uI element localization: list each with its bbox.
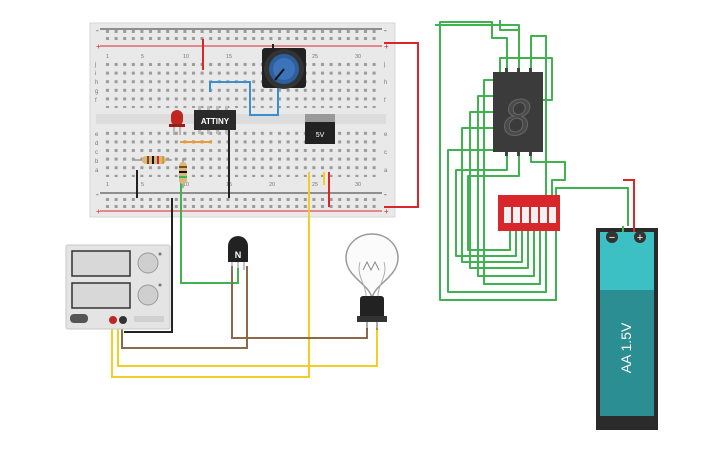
column-number: 10 [183,182,189,188]
power-switch[interactable] [70,314,88,323]
column-number: 15 [226,54,232,60]
dip-toggle-4[interactable] [531,207,538,223]
dip-toggle-3[interactable] [522,207,529,223]
positive-terminal[interactable] [109,316,117,324]
light-bulb[interactable] [345,233,399,330]
wire-brown-2[interactable] [231,266,368,339]
row-letter: h [384,80,387,86]
bench-power-supply[interactable] [65,244,171,330]
dip-toggle-6[interactable] [549,207,556,223]
column-number: 25 [312,54,318,60]
transistor-label: N [235,250,242,260]
breadboard[interactable]: + - + - - + - + j i h g f e d c b a j h … [89,22,396,218]
wire-blue[interactable] [209,81,279,116]
attiny-label: ATTINY [201,117,230,126]
row-letter: f [384,98,386,104]
dip-toggle-1[interactable] [504,207,511,223]
column-number: 1 [106,54,109,60]
row-letter: c [384,150,387,156]
row-letter: i [95,71,96,77]
seven-segment-display[interactable]: 8 [493,68,543,156]
battery-negative-terminal[interactable] [606,231,618,243]
wire-yellow-1[interactable] [111,172,310,378]
rail-minus-right-bottom: - [384,190,387,199]
negative-terminal[interactable] [119,316,127,324]
voltage-knob[interactable] [137,252,159,274]
rail-minus-right-top: - [384,26,387,35]
dip-switch[interactable] [498,195,560,231]
rail-plus-left-top: + [96,42,101,51]
wire-green-signal[interactable] [180,180,239,284]
resistor-horizontal[interactable] [132,156,172,164]
potentiometer[interactable] [262,48,306,89]
row-letter: c [95,150,98,156]
battery-positive-terminal[interactable] [634,231,646,243]
rail-plus-right-top: + [384,42,389,51]
row-letter: f [95,98,97,104]
row-letter: b [95,159,99,165]
battery-rating-label: AA 1.5V [618,322,634,373]
row-letter: e [95,132,99,138]
aa-battery[interactable]: − + AA 1.5V [596,226,658,430]
red-led[interactable] [169,110,185,135]
column-number: 30 [355,54,361,60]
row-letter: h [95,80,98,86]
row-letter: a [384,168,388,174]
attiny-chip[interactable]: ATTINY [194,106,236,134]
rail-plus-right-bottom: + [384,207,389,216]
battery-plus-label: + [637,232,643,244]
regulator-label: 5V [316,132,325,139]
display-current [71,282,131,309]
column-number: 20 [269,182,275,188]
column-number: 5 [141,54,144,60]
wire-red-battery[interactable] [623,179,635,226]
column-number: 1 [106,182,109,188]
display-voltage [71,250,131,277]
column-number: 25 [312,182,318,188]
wire-brown-1[interactable] [121,266,248,349]
dip-toggle-5[interactable] [540,207,547,223]
row-letter: a [95,168,99,174]
npn-transistor[interactable]: N [228,236,248,270]
current-knob[interactable] [137,284,159,306]
wire-black-ground[interactable] [124,320,173,333]
dip-toggle-2[interactable] [513,207,520,223]
rail-minus-left-top: - [96,26,99,35]
voltage-regulator[interactable]: 5V [305,114,335,144]
rail-minus-left-bottom: - [96,190,99,199]
rail-plus-left-bottom: + [96,207,101,216]
row-letter: j [383,62,385,68]
segment-digit: 8 [504,91,533,147]
column-number: 30 [355,182,361,188]
wire-red-supply[interactable] [384,42,419,208]
seven-segment-wiring[interactable] [435,20,629,301]
row-letter: g [95,89,98,95]
resistor-vertical[interactable] [179,158,187,188]
column-number: 5 [141,182,144,188]
row-letter: j [94,62,96,68]
column-number: 10 [183,54,189,60]
row-letter: e [384,132,388,138]
battery-minus-label: − [609,232,615,244]
wire-yellow-2[interactable] [117,320,378,367]
row-letter: d [95,141,98,147]
